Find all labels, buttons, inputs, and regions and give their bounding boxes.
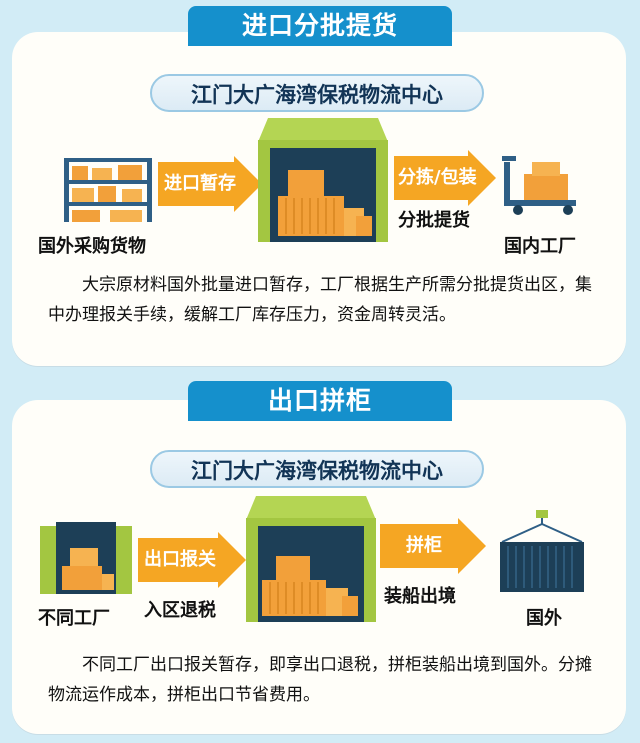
- export-section-title: 出口拼柜: [188, 381, 452, 421]
- hand-truck-icon: [502, 154, 584, 220]
- warehouse-icon: [246, 490, 376, 626]
- import-right-label: 国内工厂: [504, 236, 576, 257]
- export-arrow-1-sublabel: 入区退税: [144, 600, 216, 621]
- import-description: 大宗原材料国外批量进口暂存，工厂根据生产所需分批提货出区，集中办理报关手续，缓解…: [48, 275, 592, 325]
- import-arrow-2-label: 分拣/包装: [398, 167, 477, 188]
- export-arrow-2-label: 拼柜: [406, 535, 442, 556]
- import-left-label: 国外采购货物: [38, 236, 146, 257]
- import-arrow-1-label: 进口暂存: [164, 173, 236, 194]
- export-right-label: 国外: [526, 608, 562, 629]
- export-center-label: 江门大广海湾保税物流中心: [150, 450, 484, 488]
- export-arrow-2: 拼柜: [380, 518, 486, 574]
- import-section-title: 进口分批提货: [188, 6, 452, 46]
- export-arrow-1-label: 出口报关: [144, 549, 216, 570]
- import-arrow-1: 进口暂存: [158, 156, 262, 212]
- export-description: 不同工厂出口报关暂存，即享出口退税，拼柜装船出境到国外。分摊物流运作成本，拼柜出…: [48, 655, 592, 705]
- import-arrow-2-sublabel: 分批提货: [398, 210, 470, 231]
- export-arrow-2-sublabel: 装船出境: [384, 586, 456, 607]
- crane-container-icon: [498, 510, 586, 598]
- open-container-icon: [40, 518, 132, 598]
- export-arrow-1: 出口报关: [138, 532, 246, 588]
- import-center-label: 江门大广海湾保税物流中心: [150, 74, 484, 112]
- export-left-label: 不同工厂: [38, 608, 110, 629]
- import-arrow-2: 分拣/包装: [394, 150, 496, 206]
- shelf-icon: [62, 156, 154, 228]
- warehouse-icon: [258, 112, 388, 246]
